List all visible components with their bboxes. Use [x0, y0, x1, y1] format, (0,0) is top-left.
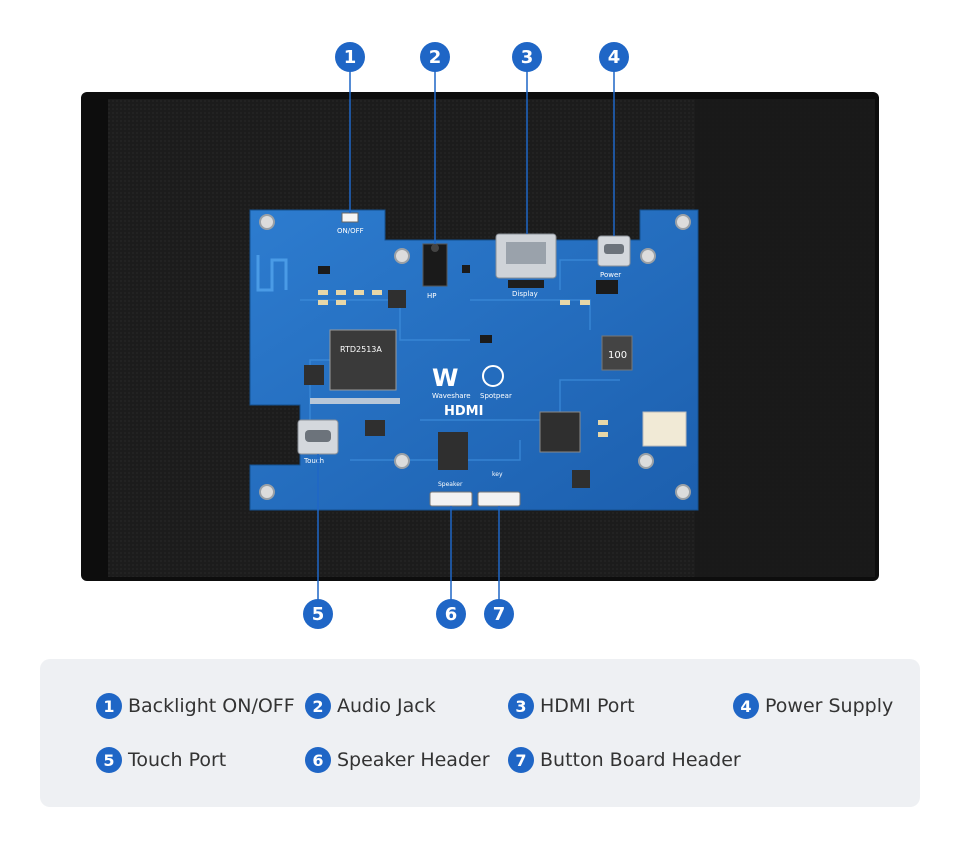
callout-6: 6 [436, 599, 466, 629]
hdmi-logo: HDMI [444, 404, 483, 419]
svg-text:5: 5 [312, 604, 325, 625]
svg-text:4: 4 [608, 47, 621, 68]
legend-item-power: 4 Power Supply [733, 691, 893, 721]
legend-item-button-board: 7 Button Board Header [508, 745, 741, 775]
legend-label: Power Supply [765, 695, 894, 717]
mounting-holes [259, 214, 691, 500]
svg-text:7: 7 [493, 604, 506, 625]
callout-7: 7 [484, 599, 514, 629]
legend-badge: 3 [508, 693, 534, 719]
svg-text:1: 1 [344, 47, 357, 68]
backlight-switch [341, 212, 359, 223]
legend-item-hdmi: 3 HDMI Port [508, 691, 635, 721]
svg-text:Speaker: Speaker [438, 481, 463, 488]
legend-badge: 5 [96, 747, 122, 773]
legend-label: Touch Port [128, 749, 227, 771]
callout-4: 4 [599, 42, 629, 72]
button-board-header [477, 491, 521, 507]
svg-text:key: key [492, 471, 503, 478]
svg-text:100: 100 [608, 350, 627, 361]
legend-label: HDMI Port [540, 695, 635, 717]
legend-item-backlight: 1 Backlight ON/OFF [96, 691, 295, 721]
svg-text:3: 3 [521, 47, 534, 68]
leader-lines [317, 70, 615, 602]
main-chip: RTD2513A [329, 329, 397, 391]
antenna-trace [256, 255, 288, 292]
legend-badge: 6 [305, 747, 331, 773]
product-diagram: RTD2513A 100 ON/OFF HP [81, 42, 879, 629]
legend-label: Backlight ON/OFF [128, 695, 295, 717]
legend-label: Audio Jack [337, 695, 436, 717]
svg-text:Waveshare: Waveshare [432, 392, 471, 400]
legend-label: Speaker Header [337, 749, 490, 771]
legend-label: Button Board Header [540, 749, 741, 771]
svg-text:HP: HP [427, 292, 437, 300]
svg-text:Spotpear: Spotpear [480, 392, 512, 400]
legend-badge: 1 [96, 693, 122, 719]
legend-item-audio: 2 Audio Jack [305, 691, 436, 721]
legend-item-touch: 5 Touch Port [96, 745, 226, 775]
svg-text:W: W [432, 364, 458, 392]
legend-badge: 7 [508, 747, 534, 773]
svg-text:6: 6 [445, 604, 458, 625]
svg-text:2: 2 [429, 47, 442, 68]
callout-1: 1 [335, 42, 365, 72]
legend: 1 Backlight ON/OFF 2 Audio Jack 3 HDMI P… [40, 659, 920, 807]
svg-text:Display: Display [512, 290, 538, 298]
legend-badge: 2 [305, 693, 331, 719]
svg-text:RTD2513A: RTD2513A [340, 345, 382, 354]
legend-badge: 4 [733, 693, 759, 719]
waveshare-logo: W Waveshare [432, 364, 471, 400]
spotpear-logo: Spotpear [480, 365, 512, 400]
driver-board: RTD2513A 100 ON/OFF HP [249, 209, 699, 511]
svg-text:Power: Power [600, 271, 621, 279]
callout-3: 3 [512, 42, 542, 72]
speaker-header [429, 491, 473, 507]
legend-item-speaker: 6 Speaker Header [305, 745, 490, 775]
callout-5: 5 [303, 599, 333, 629]
callout-2: 2 [420, 42, 450, 72]
svg-text:ON/OFF: ON/OFF [337, 227, 364, 235]
svg-text:Touch: Touch [303, 457, 324, 465]
